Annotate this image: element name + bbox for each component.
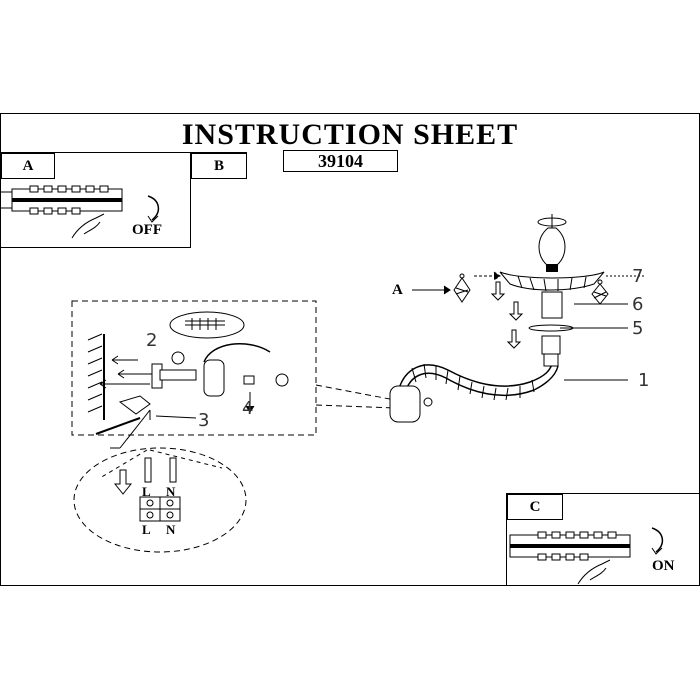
panel-a [0, 152, 191, 248]
switch-off-label: OFF [132, 222, 162, 238]
wire-n-top: N [166, 484, 176, 499]
lamp-assembly [389, 214, 646, 423]
part-2-callout: 2 [146, 330, 158, 351]
wire-n-bottom: N [166, 522, 176, 537]
wall-mount-detail [71, 300, 317, 449]
model-code: 39104 [283, 150, 398, 172]
page-title: INSTRUCTION SHEET [181, 118, 519, 151]
part-7-callout: 7 [632, 266, 644, 287]
wiring-detail [73, 447, 247, 553]
part-4-callout: 4 [242, 398, 254, 419]
part-3-callout: 3 [198, 410, 210, 431]
label-b: B [191, 153, 247, 179]
connector-lines [315, 384, 396, 409]
part-5-callout: 5 [632, 318, 644, 339]
part-1-callout: 1 [638, 370, 650, 391]
part-a-callout: A [392, 282, 403, 298]
wire-l-bottom: L [142, 522, 151, 537]
label-c: C [507, 494, 563, 520]
wire-l-top: L [142, 484, 151, 499]
part-6-callout: 6 [632, 294, 644, 315]
switch-on-label: ON [652, 558, 675, 574]
panel-c [506, 493, 700, 586]
label-a: A [1, 153, 55, 179]
